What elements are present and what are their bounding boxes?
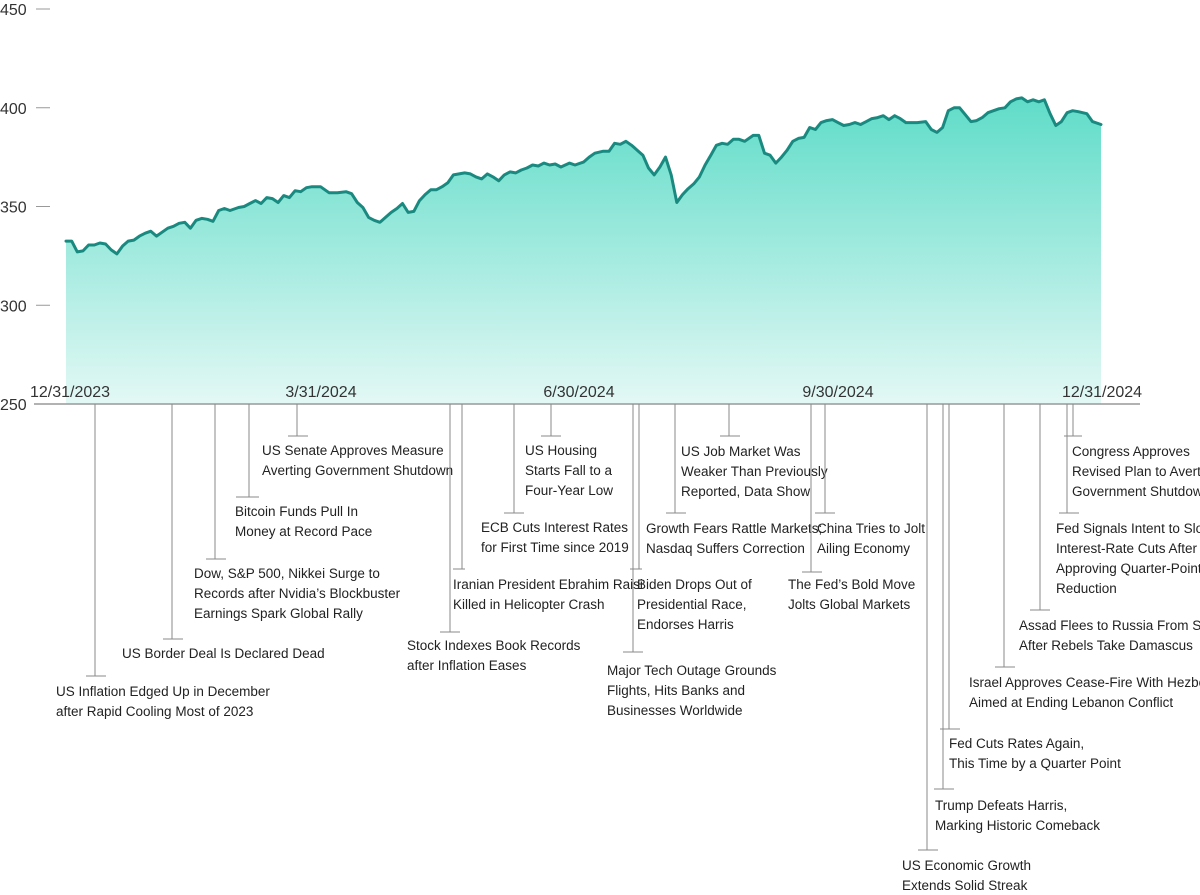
x-tick-label: 9/30/2024 xyxy=(802,384,873,401)
annotation: Growth Fears Rattle Markets; Nasdaq Suffe… xyxy=(646,404,822,556)
annotation-text: Endorses Harris xyxy=(637,617,734,632)
annotation-text: ECB Cuts Interest Rates xyxy=(481,520,628,535)
y-tick-label: 350 xyxy=(0,200,27,217)
annotation-text: after Inflation Eases xyxy=(407,658,527,673)
series-area xyxy=(66,97,1101,405)
annotation-text: Averting Government Shutdown xyxy=(262,463,453,478)
annotation-text: Major Tech Outage Grounds xyxy=(607,663,777,678)
annotation-text: Ailing Economy xyxy=(817,541,910,556)
annotation-text: Trump Defeats Harris, xyxy=(935,798,1067,813)
annotation-text: US Job Market Was xyxy=(681,444,801,459)
annotation: Trump Defeats Harris, Marking Historic Co… xyxy=(934,404,1100,833)
annotation-text: Reduction xyxy=(1056,581,1117,596)
annotation: Fed Cuts Rates Again, This Time by a Quar… xyxy=(940,404,1121,771)
annotation-text: Businesses Worldwide xyxy=(607,703,743,718)
annotation-text: This Time by a Quarter Point xyxy=(949,756,1121,771)
annotation-text: Four-Year Low xyxy=(525,483,613,498)
y-tick-label: 450 xyxy=(0,2,27,19)
annotation: Fed Signals Intent to SlowInterest-Rate … xyxy=(1056,404,1200,596)
annotation-text: Reported, Data Show xyxy=(681,484,810,499)
annotation-text: The Fed’s Bold Move xyxy=(788,577,915,592)
annotation-text: Congress Approves xyxy=(1072,444,1190,459)
annotation-text: Killed in Helicopter Crash xyxy=(453,597,605,612)
annotation-text: Flights, Hits Banks and xyxy=(607,683,745,698)
annotation-text: Revised Plan to Avert xyxy=(1072,464,1200,479)
annotation-text: Jolts Global Markets xyxy=(788,597,911,612)
annotation-text: Starts Fall to a xyxy=(525,463,613,478)
annotation-text: US Inflation Edged Up in December xyxy=(56,684,270,699)
annotation-text: after Rapid Cooling Most of 2023 xyxy=(56,704,253,719)
annotation-text: Assad Flees to Russia From Syria xyxy=(1019,618,1200,633)
annotation-text: Growth Fears Rattle Markets; xyxy=(646,521,822,536)
annotation-text: US Border Deal Is Declared Dead xyxy=(122,646,325,661)
annotation-text: Marking Historic Comeback xyxy=(935,818,1100,833)
series-line xyxy=(64,96,1103,256)
annotation-text: Interest-Rate Cuts After xyxy=(1056,541,1198,556)
annotation-text: Records after Nvidia’s Blockbuster xyxy=(194,586,401,601)
y-tick-label: 300 xyxy=(0,298,27,315)
annotation: US Border Deal Is Declared Dead xyxy=(122,404,325,661)
annotation-text: Dow, S&P 500, Nikkei Surge to xyxy=(194,566,380,581)
annotation-text: Extends Solid Streak xyxy=(902,878,1028,893)
annotation-text: US Housing xyxy=(525,443,597,458)
annotation-text: US Senate Approves Measure xyxy=(262,443,444,458)
annotation-text: Biden Drops Out of xyxy=(637,577,752,592)
annotations: US Inflation Edged Up in December after R… xyxy=(56,404,1200,893)
annotation-text: Nasdaq Suffers Correction xyxy=(646,541,805,556)
annotation-text: for First Time since 2019 xyxy=(481,540,629,555)
annotation: Biden Drops Out of Presidential Race, Endo… xyxy=(630,404,752,632)
annotation-text: US Economic Growth xyxy=(902,858,1031,873)
annotation: Stock Indexes Book Records after Inflatio… xyxy=(407,404,581,673)
annotation-text: Approving Quarter-Point xyxy=(1056,561,1200,576)
annotation-text: Fed Signals Intent to Slow xyxy=(1056,521,1200,536)
y-tick-label: 400 xyxy=(0,101,27,118)
x-tick-label: 3/31/2024 xyxy=(285,384,356,401)
annotation: Dow, S&P 500, Nikkei Surge to Records aft… xyxy=(194,404,401,621)
x-axis: 12/31/2023 3/31/2024 6/30/2024 9/30/2024 12/… xyxy=(30,384,1142,401)
annotation-text: After Rebels Take Damascus xyxy=(1019,638,1193,653)
annotation: Israel Approves Cease-Fire With Hezbolla… xyxy=(969,404,1200,710)
y-axis: 250 300 350 400 450 xyxy=(0,2,50,414)
annotation-text: Presidential Race, xyxy=(637,597,747,612)
x-tick-label: 12/31/2024 xyxy=(1062,384,1142,401)
annotation-text: Israel Approves Cease-Fire With Hezbolla… xyxy=(969,675,1200,690)
annotation-text: China Tries to Jolt xyxy=(817,521,925,536)
annotation-text: Fed Cuts Rates Again, xyxy=(949,736,1084,751)
annotation-text: Government Shutdown xyxy=(1072,484,1200,499)
annotation-text: Stock Indexes Book Records xyxy=(407,638,581,653)
annotation-text: Weaker Than Previously xyxy=(681,464,828,479)
y-tick-label: 250 xyxy=(0,397,27,414)
x-tick-label: 6/30/2024 xyxy=(543,384,614,401)
annotation: Assad Flees to Russia From SyriaAfter Re… xyxy=(1019,404,1200,653)
annotation-text: Iranian President Ebrahim Raisi xyxy=(453,577,643,592)
annotation-text: Earnings Spark Global Rally xyxy=(194,606,363,621)
annotation-text: Bitcoin Funds Pull In xyxy=(235,504,358,519)
annotation-text: Aimed at Ending Lebanon Conflict xyxy=(969,695,1173,710)
annotation: ECB Cuts Interest Rates for First Time si… xyxy=(481,404,629,555)
annotation: US Inflation Edged Up in December after R… xyxy=(56,404,270,719)
annotation-text: Money at Record Pace xyxy=(235,524,372,539)
annotation: Bitcoin Funds Pull In Money at Record Pac… xyxy=(235,404,372,539)
x-tick-label: 12/31/2023 xyxy=(30,384,110,401)
